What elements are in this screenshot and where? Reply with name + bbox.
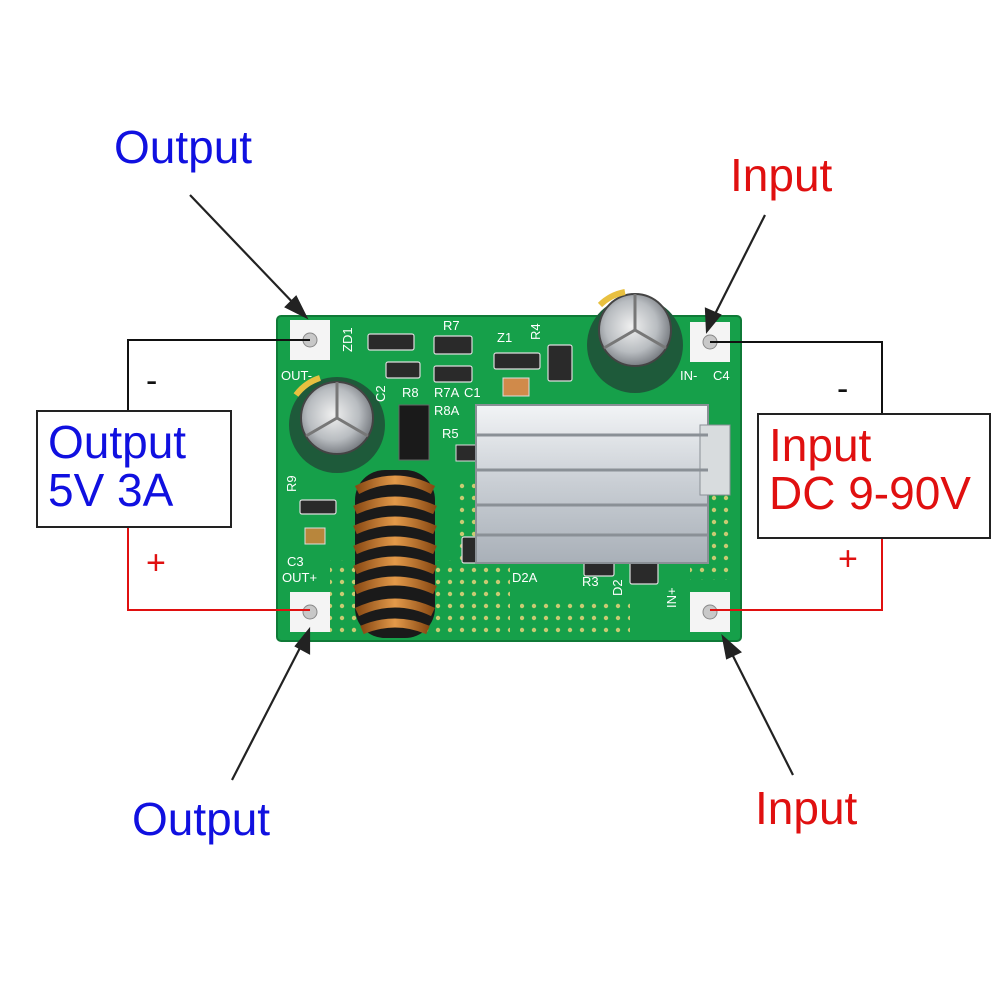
- input-minus-sign: -: [837, 370, 849, 408]
- silk-d2: D2: [610, 579, 625, 596]
- silk-out-plus: OUT+: [282, 570, 317, 585]
- silk-out-minus: OUT-: [281, 368, 312, 383]
- output-minus-sign: -: [146, 362, 158, 400]
- silk-d2a: D2A: [512, 570, 538, 585]
- terminal-out-plus: [290, 592, 330, 632]
- output-box-rating: 5V 3A: [48, 464, 174, 517]
- callout-input-top: Input: [730, 149, 833, 201]
- silk-c3: C3: [287, 554, 304, 569]
- silk-r4: R4: [528, 323, 543, 340]
- arrow-input-bottom: [721, 634, 794, 776]
- input-capacitor: [587, 289, 683, 393]
- silk-zd1: ZD1: [340, 327, 355, 352]
- silk-z1: Z1: [497, 330, 512, 345]
- input-spec-box: Input DC 9-90V: [757, 413, 991, 539]
- toroid-inductor: [353, 470, 437, 638]
- silk-r5: R5: [442, 426, 459, 441]
- output-box-title: Output: [48, 416, 187, 468]
- silk-c1: C1: [464, 385, 481, 400]
- input-box-title: Input: [769, 419, 872, 471]
- terminal-in-plus: [690, 592, 730, 632]
- wire-in-negative: [710, 341, 883, 413]
- silk-in-minus: IN-: [680, 368, 697, 383]
- silk-r7: R7: [443, 318, 460, 333]
- input-box-range: DC 9-90V: [769, 467, 971, 520]
- callout-output-top: Output: [114, 121, 253, 173]
- callout-output-bottom: Output: [132, 793, 271, 845]
- silk-r9: R9: [284, 475, 299, 492]
- silk-r7a: R7A: [434, 385, 460, 400]
- arrow-output-top: [189, 194, 309, 320]
- wire-out-negative: [127, 339, 310, 413]
- arrow-output-bottom: [231, 626, 311, 781]
- output-spec-box: Output 5V 3A: [36, 410, 232, 528]
- silk-in-plus: IN+: [664, 587, 679, 608]
- wire-out-positive: [127, 528, 310, 611]
- output-plus-sign: +: [146, 544, 166, 582]
- silk-r3: R3: [582, 574, 599, 589]
- silk-r8a: R8A: [434, 403, 460, 418]
- wire-in-positive: [710, 538, 883, 611]
- output-capacitor: [289, 375, 385, 473]
- arrow-input-top: [704, 214, 766, 334]
- silk-c4: C4: [713, 368, 730, 383]
- silk-c2: C2: [373, 385, 388, 402]
- heatsink: [475, 404, 731, 564]
- input-plus-sign: +: [838, 540, 858, 578]
- silk-r8: R8: [402, 385, 419, 400]
- callout-input-bottom: Input: [755, 782, 858, 834]
